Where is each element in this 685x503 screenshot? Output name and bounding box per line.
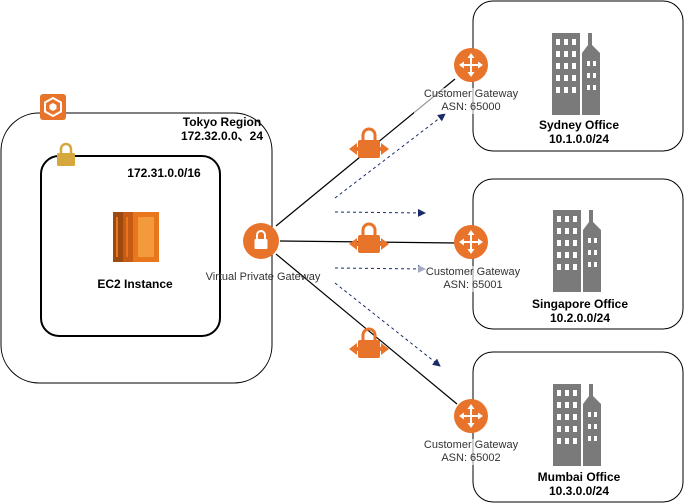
office-label-singapore: Singapore Office 10.2.0.0/24 bbox=[516, 297, 644, 325]
cgw-title-singapore: Customer Gateway bbox=[425, 266, 521, 278]
customer-gateway-icon-singapore[interactable] bbox=[454, 225, 488, 259]
office-cidr-sydney: 10.1.0.0/24 bbox=[548, 132, 610, 146]
dashed-arrow-1 bbox=[334, 113, 446, 199]
dashed-arrow-3 bbox=[334, 264, 426, 273]
office-name-mumbai: Mumbai Office bbox=[537, 470, 621, 484]
region-title: Tokyo Region bbox=[182, 115, 262, 129]
vpc-cidr-label: 172.31.0.0/16 bbox=[127, 166, 201, 180]
vpn-connection-icon-mumbai[interactable] bbox=[349, 327, 389, 358]
office-building-icon-singapore bbox=[553, 210, 601, 292]
dashed-arrow-2 bbox=[334, 208, 426, 217]
customer-gateway-icon-sydney[interactable] bbox=[454, 48, 488, 82]
office-cidr-singapore: 10.2.0.0/24 bbox=[549, 311, 611, 325]
customer-gateway-label-singapore: Customer Gateway ASN: 65001 bbox=[416, 266, 530, 292]
region-cidr: 172.32.0.0、24 bbox=[180, 129, 264, 143]
cgw-asn-singapore: ASN: 65001 bbox=[443, 279, 503, 291]
cgw-asn-mumbai: ASN: 65002 bbox=[441, 452, 501, 464]
ec2-instance-icon bbox=[113, 212, 159, 262]
office-name-singapore: Singapore Office bbox=[531, 297, 629, 311]
customer-gateway-icon-mumbai[interactable] bbox=[454, 399, 488, 433]
vpn-connection-icon-singapore[interactable] bbox=[349, 222, 389, 253]
office-cidr-mumbai: 10.3.0.0/24 bbox=[548, 484, 610, 498]
vpn-connection-icon-sydney[interactable] bbox=[349, 127, 389, 158]
ec2-label: EC2 Instance bbox=[97, 277, 173, 291]
office-label-mumbai: Mumbai Office 10.3.0.0/24 bbox=[520, 470, 638, 498]
aws-region-icon bbox=[40, 94, 66, 120]
vgw-label: Virtual Private Gateway bbox=[205, 271, 321, 283]
cgw-title-mumbai: Customer Gateway bbox=[423, 439, 519, 451]
padlock-icon bbox=[57, 142, 75, 166]
customer-gateway-label-mumbai: Customer Gateway ASN: 65002 bbox=[414, 439, 528, 465]
region-label: Tokyo Region 172.32.0.0、24 bbox=[168, 115, 276, 143]
office-building-icon-mumbai bbox=[553, 384, 601, 466]
vpn-gateway-icon[interactable] bbox=[243, 223, 279, 259]
customer-gateway-label-sydney: Customer Gateway ASN: 65000 bbox=[414, 88, 528, 114]
cgw-title-sydney: Customer Gateway bbox=[423, 88, 519, 100]
office-label-sydney: Sydney Office 10.1.0.0/24 bbox=[520, 118, 638, 146]
office-building-icon-sydney bbox=[552, 33, 600, 115]
office-name-sydney: Sydney Office bbox=[538, 118, 620, 132]
cgw-asn-sydney: ASN: 65000 bbox=[441, 101, 501, 113]
dashed-arrow-4 bbox=[334, 282, 441, 367]
